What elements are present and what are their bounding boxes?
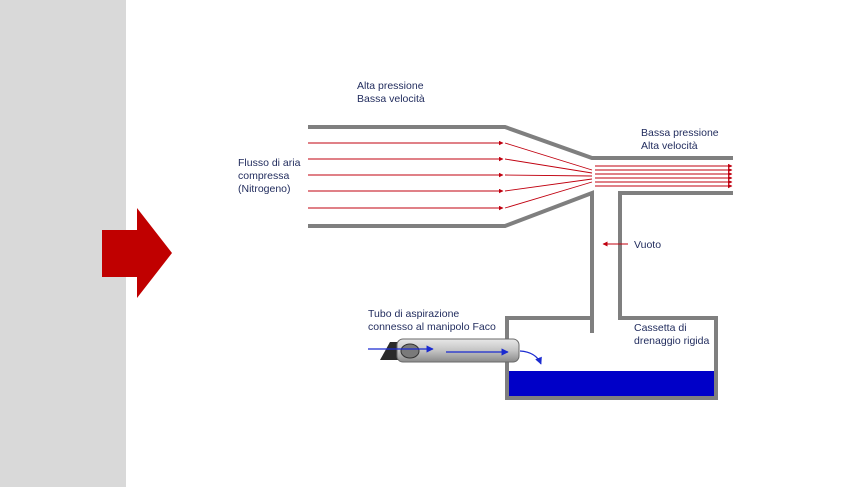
aspiration-tube [368,338,542,365]
red-right-arrow-icon[interactable] [102,208,172,298]
label-cassette-line1: Cassetta di [634,322,687,334]
pipe-top-wall [308,125,733,160]
pipe-bottom-wall-left [308,190,594,333]
drainage-liquid [509,371,714,396]
label-high-pressure: Alta pressione [357,80,424,92]
pipe-bottom-wall-right [505,191,733,400]
airflow-line [504,158,593,174]
label-vacuum: Vuoto [634,239,662,251]
label-low-velocity: Bassa velocità [357,93,425,105]
airflow-lines [308,140,733,211]
airflow-line [504,178,593,192]
suction-arrow-curve [519,350,542,365]
label-flow-line3: (Nitrogeno) [238,183,291,195]
label-low-pressure: Bassa pressione [641,127,719,139]
label-compressed-air-flow: Flusso di aria compressa (Nitrogeno) [238,157,300,196]
label-flow-line2: compressa [238,170,290,182]
label-cassette-line2: drenaggio rigida [634,335,710,347]
label-high-velocity: Alta velocità [641,140,698,152]
label-tube-line2: connesso al manipolo Faco [368,321,496,333]
airflow-line [504,174,593,177]
label-low-pressure-high-velocity: Bassa pressione Alta velocità [641,127,719,153]
label-tube-line1: Tubo di aspirazione [368,308,460,320]
tube-connector [400,343,420,359]
label-aspiration-tube: Tubo di aspirazione connesso al manipolo… [368,308,496,334]
label-flow-line1: Flusso di aria [238,157,301,169]
label-drainage-cassette: Cassetta di drenaggio rigida [634,322,709,348]
handpiece-tip-icon [380,342,400,360]
airflow-line [504,181,593,209]
label-high-pressure-low-velocity: Alta pressione Bassa velocità [357,80,425,106]
airflow-line [504,142,593,171]
